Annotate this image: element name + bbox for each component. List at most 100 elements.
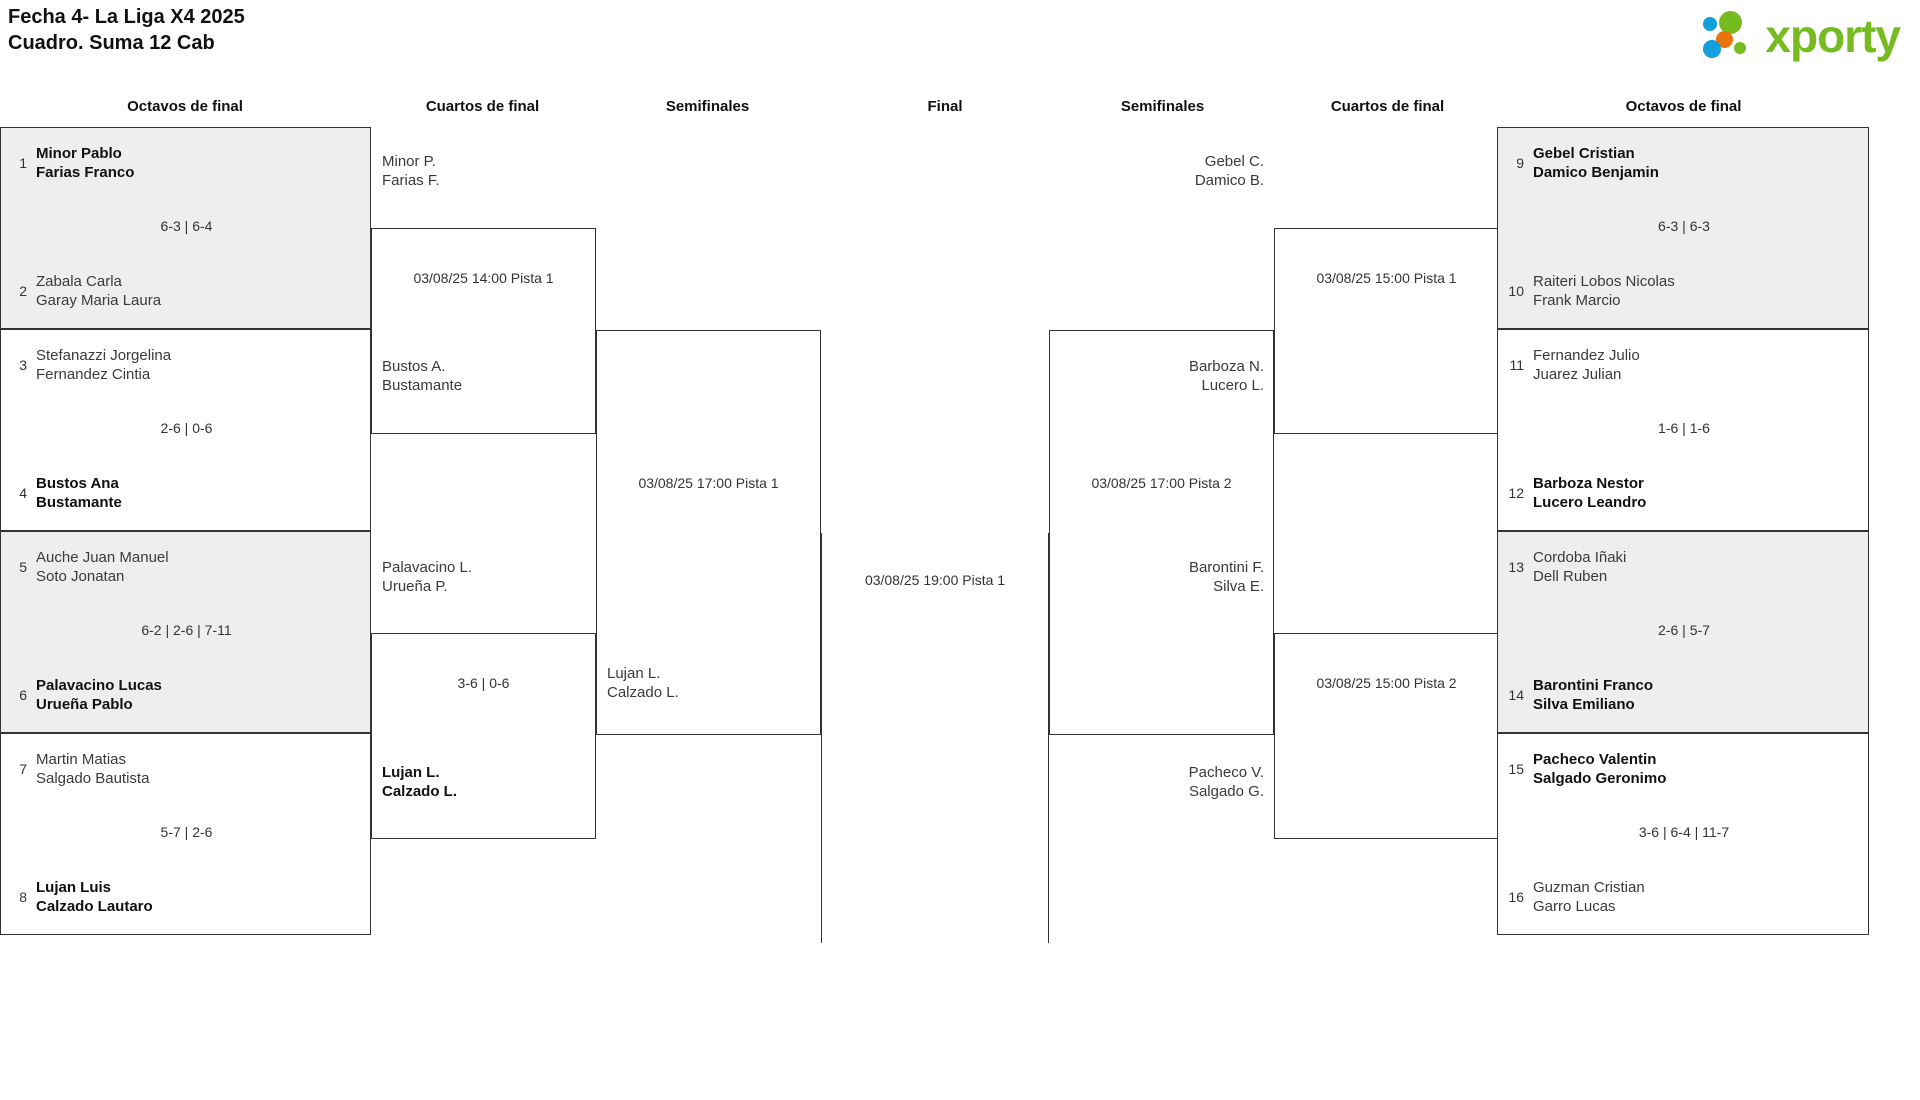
xporty-wordmark: xporty	[1765, 10, 1901, 62]
xporty-logo: xporty	[1703, 8, 1901, 64]
round-header-right-r16: Octavos de final	[1625, 98, 1742, 115]
match-score: 1-6 | 1-6	[1658, 420, 1710, 436]
seed-number: 4	[19, 485, 27, 502]
match-score: 6-3 | 6-3	[1658, 218, 1710, 234]
qf-right-1-top-name: Gebel C.Damico B.	[1194, 153, 1264, 190]
match-box-left-qf-1[interactable]	[371, 228, 596, 434]
connector	[596, 330, 597, 331]
match-box-right-qf-2[interactable]	[1274, 633, 1499, 839]
qf-left-1-label: 03/08/25 14:00 Pista 1	[413, 270, 554, 286]
qf-left-2-label: 3-6 | 0-6	[457, 675, 510, 691]
seed-number: 5	[19, 559, 27, 576]
match-score: 3-6 | 6-4 | 11-7	[1638, 824, 1730, 840]
seed-number: 13	[1508, 559, 1524, 576]
sf-left-1-bottom-name: Lujan L.Calzado L.	[607, 665, 679, 702]
connector	[1049, 533, 1050, 534]
match-score: 2-6 | 5-7	[1658, 622, 1710, 638]
seed-number: 15	[1508, 761, 1524, 778]
page-header: Fecha 4- La Liga X4 2025 Cuadro. Suma 12…	[0, 0, 1920, 88]
round-header-right-sf: Semifinales	[1120, 98, 1205, 115]
xporty-dots-icon	[1703, 9, 1759, 63]
sf-left-1-label: 03/08/25 17:00 Pista 1	[638, 475, 779, 491]
qf-left-1-top-name: Minor P.Farias F.	[382, 153, 440, 190]
round-header-left-r16: Octavos de final	[127, 98, 243, 115]
qf-right-1-label: 03/08/25 15:00 Pista 1	[1316, 270, 1457, 286]
title-line-1: Fecha 4- La Liga X4 2025	[8, 6, 245, 28]
title-line-2: Cuadro. Suma 12 Cab	[8, 32, 215, 55]
seed-number: 14	[1508, 687, 1524, 704]
qf-right-1-bottom-name: Barboza N.Lucero L.	[1188, 358, 1264, 395]
match-box-left-sf-1[interactable]	[596, 330, 821, 735]
page-title: Fecha 4- La Liga X4 2025 Cuadro. Suma 12…	[8, 4, 245, 57]
match-box-final[interactable]	[821, 533, 1049, 943]
seed-number: 12	[1508, 485, 1524, 502]
seed-number: 1	[19, 155, 27, 172]
match-box-right-sf-1[interactable]	[1049, 330, 1274, 735]
qf-right-2-bottom-name: Pacheco V.Salgado G.	[1188, 764, 1264, 801]
round-header-right-qf: Cuartos de final	[1330, 98, 1445, 115]
sf-right-1-label: 03/08/25 17:00 Pista 2	[1091, 475, 1232, 491]
seed-number: 10	[1508, 283, 1524, 300]
qf-left-1-bottom-name: Bustos A.Bustamante	[382, 358, 463, 395]
match-box-left-qf-2[interactable]	[371, 633, 596, 839]
seed-number: 2	[19, 283, 27, 300]
connector	[821, 533, 822, 534]
match-score: 6-3 | 6-4	[160, 218, 213, 234]
qf-left-2-bottom-name: Lujan L.Calzado L.	[382, 764, 458, 801]
match-score: 5-7 | 2-6	[160, 824, 213, 840]
seed-number: 3	[19, 357, 27, 374]
seed-number: 16	[1508, 889, 1524, 906]
seed-number: 8	[19, 889, 27, 906]
seed-number: 11	[1509, 357, 1524, 374]
qf-right-2-label: 03/08/25 15:00 Pista 2	[1316, 675, 1457, 691]
seed-number: 7	[19, 761, 27, 778]
qf-right-2-top-name: Barontini F.Silva E.	[1188, 559, 1264, 596]
match-score: 2-6 | 0-6	[160, 420, 213, 436]
seed-number: 9	[1516, 155, 1524, 172]
round-header-left-sf: Semifinales	[665, 98, 750, 115]
match-box-right-qf-1[interactable]	[1274, 228, 1499, 434]
final-label: 03/08/25 19:00 Pista 1	[864, 572, 1006, 588]
round-header-left-qf: Cuartos de final	[425, 98, 540, 115]
round-header-final: Final	[927, 98, 963, 115]
